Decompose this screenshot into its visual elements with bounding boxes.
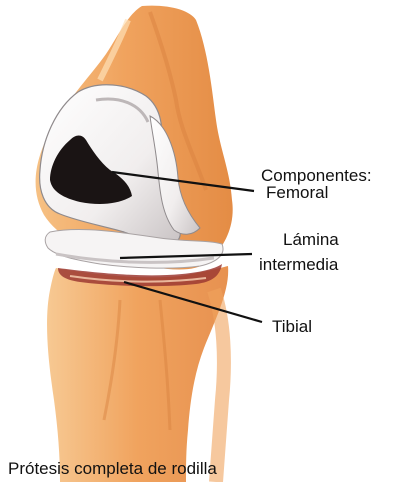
label-lamina: Lámina bbox=[283, 229, 339, 250]
label-tibial: Tibial bbox=[272, 316, 312, 337]
tibia-shape bbox=[47, 266, 228, 482]
label-intermedia: intermedia bbox=[259, 254, 338, 275]
fibula-hint bbox=[214, 290, 224, 482]
label-femoral: Femoral bbox=[266, 182, 328, 203]
figure-caption: Prótesis completa de rodilla bbox=[8, 458, 217, 479]
